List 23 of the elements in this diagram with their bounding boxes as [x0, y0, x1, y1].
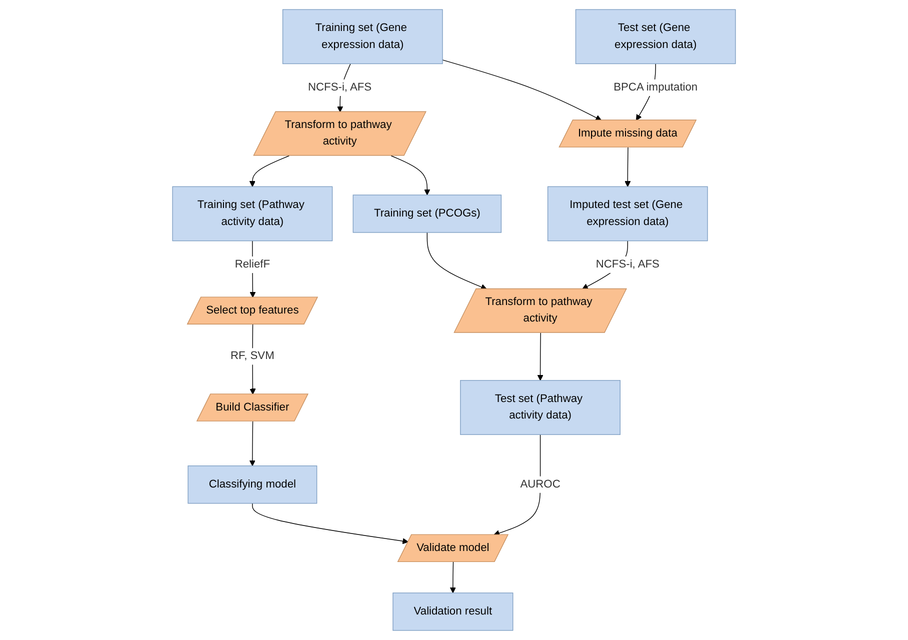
edge-label: RF, SVM [230, 350, 274, 362]
edge-label: NCFS-i, AFS [596, 258, 660, 270]
arrow [252, 502, 408, 544]
node-box: Test set (Pathway activity data) [460, 380, 620, 435]
arrow [624, 147, 631, 187]
arrow [442, 60, 602, 121]
arrow [249, 421, 256, 466]
edge-label: ReliefF [234, 258, 270, 270]
edge-label: BPCA imputation [614, 81, 698, 94]
node-box: Training set (PCOGs) [352, 194, 502, 233]
node-box: Classifying model [188, 465, 318, 504]
arrow [450, 562, 456, 594]
arrow [537, 332, 544, 381]
arrow [249, 155, 290, 187]
edge-label: AUROC [520, 478, 560, 490]
node-box: Test set (Gene expression data) [575, 9, 736, 64]
arrow [426, 232, 487, 290]
arrow [390, 155, 430, 196]
edge-label: NCFS-i, AFS [308, 81, 372, 94]
node-box: Training set (Pathway activity data) [172, 186, 333, 242]
node-box: Validation result [392, 592, 514, 631]
node-box: Training set (Gene expression data) [282, 9, 443, 64]
node-box: Imputed test set (Gene expression data) [547, 186, 708, 242]
